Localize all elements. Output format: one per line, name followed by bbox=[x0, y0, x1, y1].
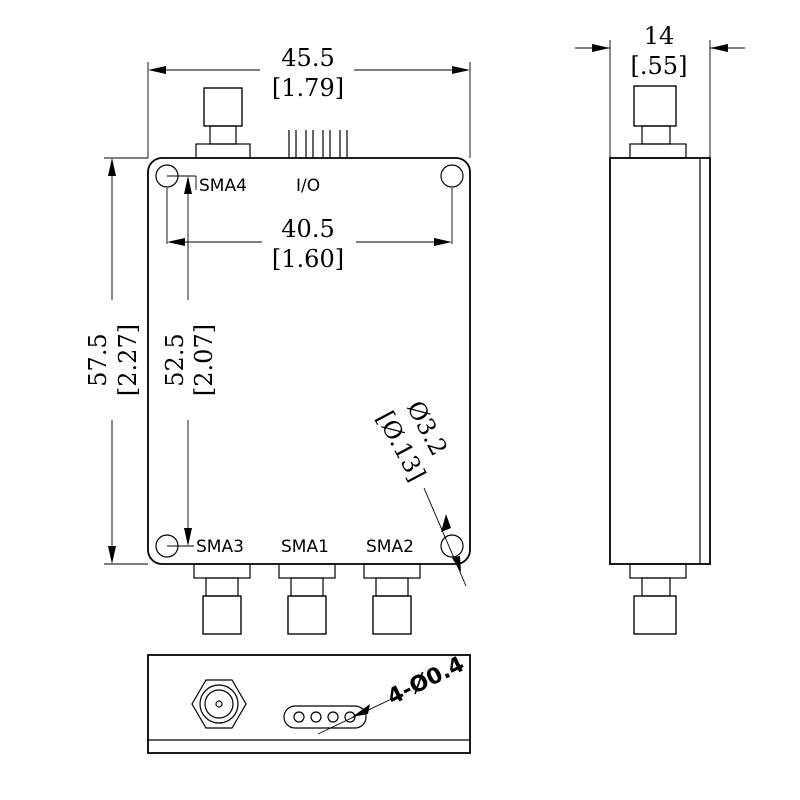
hole-spacing-x-in-text: [1.60] bbox=[272, 245, 344, 273]
front-view: SMA4 I/O SMA3 SMA1 SMA2 bbox=[147, 87, 471, 635]
depth-in-text: [.55] bbox=[631, 52, 688, 80]
sma-hex-nut bbox=[191, 679, 247, 729]
width-mm-text: 45.5 bbox=[281, 44, 334, 72]
sma2-connector bbox=[363, 563, 421, 635]
dim-overall-height: 57.5 [2.27] bbox=[84, 157, 148, 565]
mount-hole-top-right bbox=[440, 164, 464, 188]
label-sma3: SMA3 bbox=[196, 537, 244, 557]
width-in-text: [1.79] bbox=[272, 74, 344, 102]
label-io: I/O bbox=[296, 176, 320, 196]
mount-hole-bottom-right bbox=[440, 534, 464, 558]
dim-depth: 14 [.55] bbox=[575, 22, 745, 158]
label-sma2: SMA2 bbox=[366, 537, 414, 557]
bottom-view: 4-Ø0.4 bbox=[147, 652, 471, 754]
sma4-connector bbox=[195, 87, 251, 159]
height-mm-text: 57.5 bbox=[84, 333, 112, 386]
bottom-body-outline bbox=[147, 654, 471, 754]
hole-spacing-x-mm-text: 40.5 bbox=[281, 215, 334, 243]
io-pins bbox=[288, 130, 348, 158]
dim-hole-spacing-y: 52.5 [2.07] bbox=[161, 176, 218, 546]
dim-hole-spacing-x: 40.5 [1.60] bbox=[166, 188, 453, 273]
dim-overall-width: 45.5 [1.79] bbox=[147, 44, 471, 158]
hole-spacing-y-mm-text: 52.5 bbox=[161, 333, 189, 386]
depth-mm-text: 14 bbox=[644, 22, 675, 50]
hole-spacing-y-in-text: [2.07] bbox=[190, 324, 218, 396]
label-sma1: SMA1 bbox=[281, 537, 329, 557]
label-sma4: SMA4 bbox=[199, 176, 247, 196]
side-view bbox=[609, 85, 711, 635]
sma1-connector bbox=[278, 563, 336, 635]
pin-spec-text: 4-Ø0.4 bbox=[384, 652, 469, 710]
height-in-text: [2.27] bbox=[114, 324, 142, 396]
side-body-outline bbox=[609, 157, 711, 565]
pin-header-slot bbox=[283, 705, 367, 729]
sma3-connector bbox=[193, 563, 251, 635]
